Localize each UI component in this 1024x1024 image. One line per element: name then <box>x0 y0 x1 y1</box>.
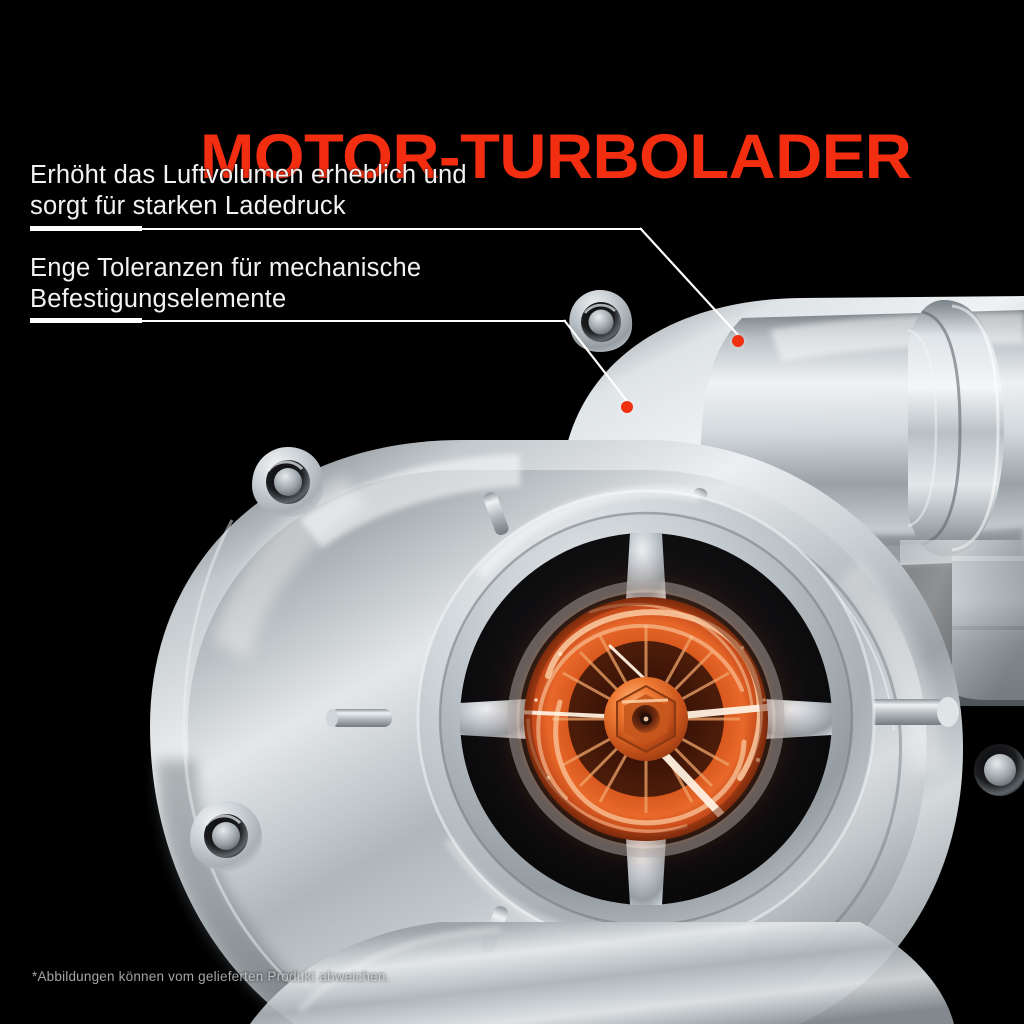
feature-airflow-underline <box>30 226 642 231</box>
disclaimer-footnote: *Abbildungen können vom gelieferten Prod… <box>32 969 390 984</box>
feature-tolerances: Enge Toleranzen für mechanische Befestig… <box>30 253 630 315</box>
callout-dot-airflow <box>732 335 744 347</box>
housing-lower-foreground <box>250 922 954 1024</box>
feature-tolerances-text: Enge Toleranzen für mechanische Befestig… <box>30 254 422 313</box>
compressor-wheel <box>496 569 796 869</box>
underline-stub <box>30 318 142 323</box>
underline-hairline <box>140 319 566 322</box>
callout-dot-tolerances <box>621 401 633 413</box>
underline-stub <box>30 226 142 231</box>
feature-airflow: Erhöht das Luftvolumen erheblich und sor… <box>30 160 630 222</box>
feature-tolerances-underline <box>30 318 566 323</box>
feature-airflow-text: Erhöht das Luftvolumen erheblich und sor… <box>30 161 467 220</box>
inlet-collar-ring <box>907 300 1004 556</box>
page-title: MOTOR-TURBOLADER <box>200 122 912 193</box>
underline-hairline <box>140 227 642 230</box>
center-hex-nut <box>604 677 688 761</box>
